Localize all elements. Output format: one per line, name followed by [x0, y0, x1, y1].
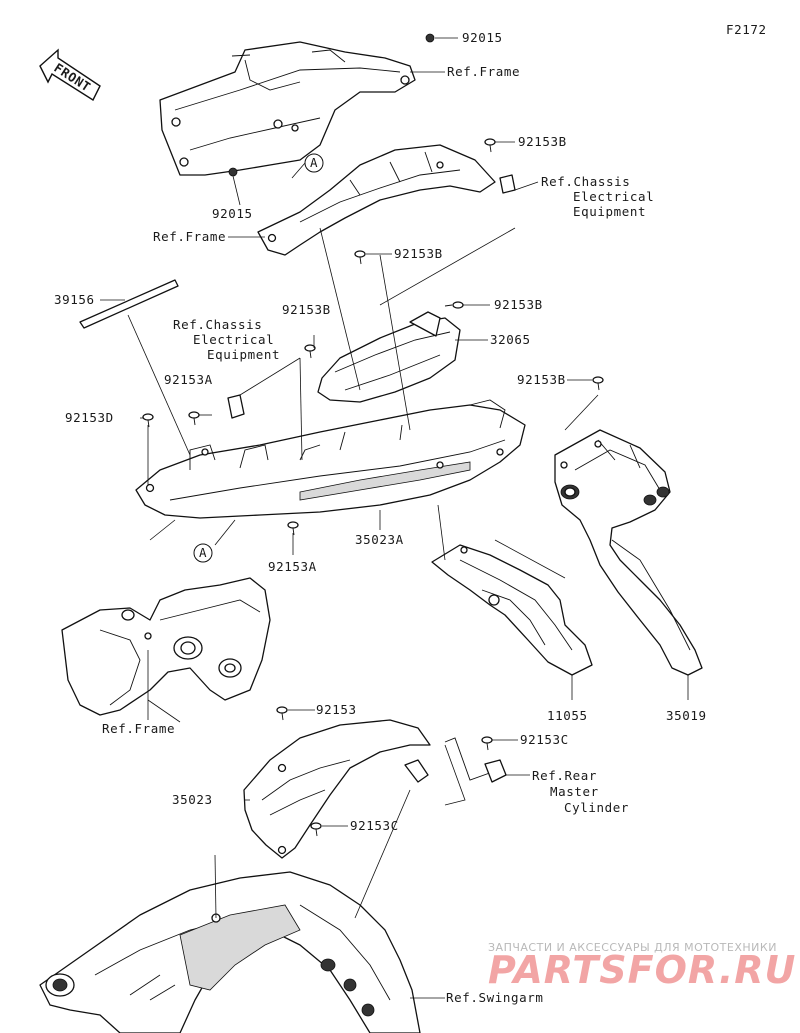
- front-arrow-icon: FRONT: [39, 48, 101, 102]
- rear-fender-35023A: [135, 399, 526, 519]
- label-35023: 35023: [172, 792, 213, 807]
- bolt-icons: [142, 33, 604, 837]
- label-92153C-2: 92153C: [350, 818, 399, 833]
- callout-a-bottom: A: [193, 543, 213, 563]
- clip-chassis-left-icon: [227, 394, 245, 419]
- label-35019: 35019: [666, 708, 707, 723]
- bolt-92153B-3-icon: [304, 344, 316, 359]
- label-ref-rear-2: Master: [550, 784, 599, 799]
- bolt-92153C-2-icon: [310, 822, 322, 837]
- label-92015-top: 92015: [462, 30, 503, 45]
- svg-text:ЗАПЧАСТИ И АКСЕССУАРЫ ДЛЯ МОТО: ЗАПЧАСТИ И АКСЕССУАРЫ ДЛЯ МОТОТЕХНИКИ: [488, 941, 777, 954]
- label-ref-chassis-right-1: Ref.Chassis: [541, 174, 630, 189]
- label-92153D: 92153D: [65, 410, 114, 425]
- figure-code: F2172: [726, 22, 767, 37]
- label-ref-rear-1: Ref.Rear: [532, 768, 597, 783]
- label-92153B-5: 92153B: [517, 372, 566, 387]
- label-ref-chassis-right-3: Equipment: [573, 204, 646, 219]
- hose-bracket: [444, 737, 507, 783]
- label-39156: 39156: [54, 292, 95, 307]
- frame-section-ref: [61, 577, 271, 716]
- label-32065: 32065: [490, 332, 531, 347]
- label-ref-chassis-right-2: Electrical: [573, 189, 654, 204]
- label-ref-chassis-left-3: Equipment: [207, 347, 280, 362]
- label-ref-swingarm: Ref.Swingarm: [446, 990, 544, 1005]
- bolt-92153C-1-icon: [481, 736, 493, 751]
- bolt-92153A-1-icon: [188, 411, 200, 426]
- rear-fender-35023: [243, 719, 431, 859]
- nut-92015-top-icon: [425, 33, 435, 43]
- label-92153: 92153: [316, 702, 357, 717]
- bolt-92153B-2-icon: [354, 250, 366, 265]
- clip-chassis-right-icon: [499, 174, 516, 194]
- license-bracket-35019: [554, 429, 703, 676]
- bracket-11055: [431, 544, 593, 676]
- bolt-92153D-icon: [142, 413, 154, 428]
- bolt-92153A-2-icon: [287, 521, 299, 536]
- callout-a-top: A: [291, 153, 324, 179]
- rear-subframe-ref: [159, 41, 416, 176]
- tray-32065: [317, 311, 461, 403]
- label-ref-chassis-left-2: Electrical: [193, 332, 274, 347]
- label-ref-frame-top: Ref.Frame: [447, 64, 520, 79]
- label-92153B-2: 92153B: [394, 246, 443, 261]
- label-92153A-1: 92153A: [164, 372, 213, 387]
- nut-92015-left-icon: [228, 167, 238, 177]
- label-11055: 11055: [547, 708, 588, 723]
- part-labels: 92015 Ref.Frame 92015 Ref.Frame 92153B R…: [54, 30, 707, 1005]
- svg-text:A: A: [199, 545, 207, 560]
- bolt-92153B-5-icon: [592, 376, 604, 391]
- reflector-plate: [79, 279, 179, 329]
- label-ref-rear-3: Cylinder: [564, 800, 629, 815]
- label-92153B-4: 92153B: [494, 297, 543, 312]
- swingarm-ref: [39, 871, 421, 1033]
- seat-bracket-ref: [257, 144, 496, 256]
- leader-lines: [100, 37, 689, 999]
- label-35023A: 35023A: [355, 532, 404, 547]
- label-92015-left: 92015: [212, 206, 253, 221]
- svg-text:A: A: [310, 155, 318, 170]
- label-ref-chassis-left-1: Ref.Chassis: [173, 317, 262, 332]
- label-92153B-1: 92153B: [518, 134, 567, 149]
- watermark: ЗАПЧАСТИ И АКСЕССУАРЫ ДЛЯ МОТОТЕХНИКИ PA…: [488, 941, 796, 992]
- bolt-92153B-1-icon: [484, 138, 496, 153]
- svg-text:PARTSFOR.RU: PARTSFOR.RU: [488, 948, 796, 992]
- bolt-92153B-4-icon: [444, 301, 464, 309]
- label-92153A-2: 92153A: [268, 559, 317, 574]
- label-92153C-1: 92153C: [520, 732, 569, 747]
- label-ref-frame-mid: Ref.Frame: [153, 229, 226, 244]
- label-92153B-3: 92153B: [282, 302, 331, 317]
- label-ref-frame-bottom: Ref.Frame: [102, 721, 175, 736]
- bolt-92153-icon: [276, 706, 288, 721]
